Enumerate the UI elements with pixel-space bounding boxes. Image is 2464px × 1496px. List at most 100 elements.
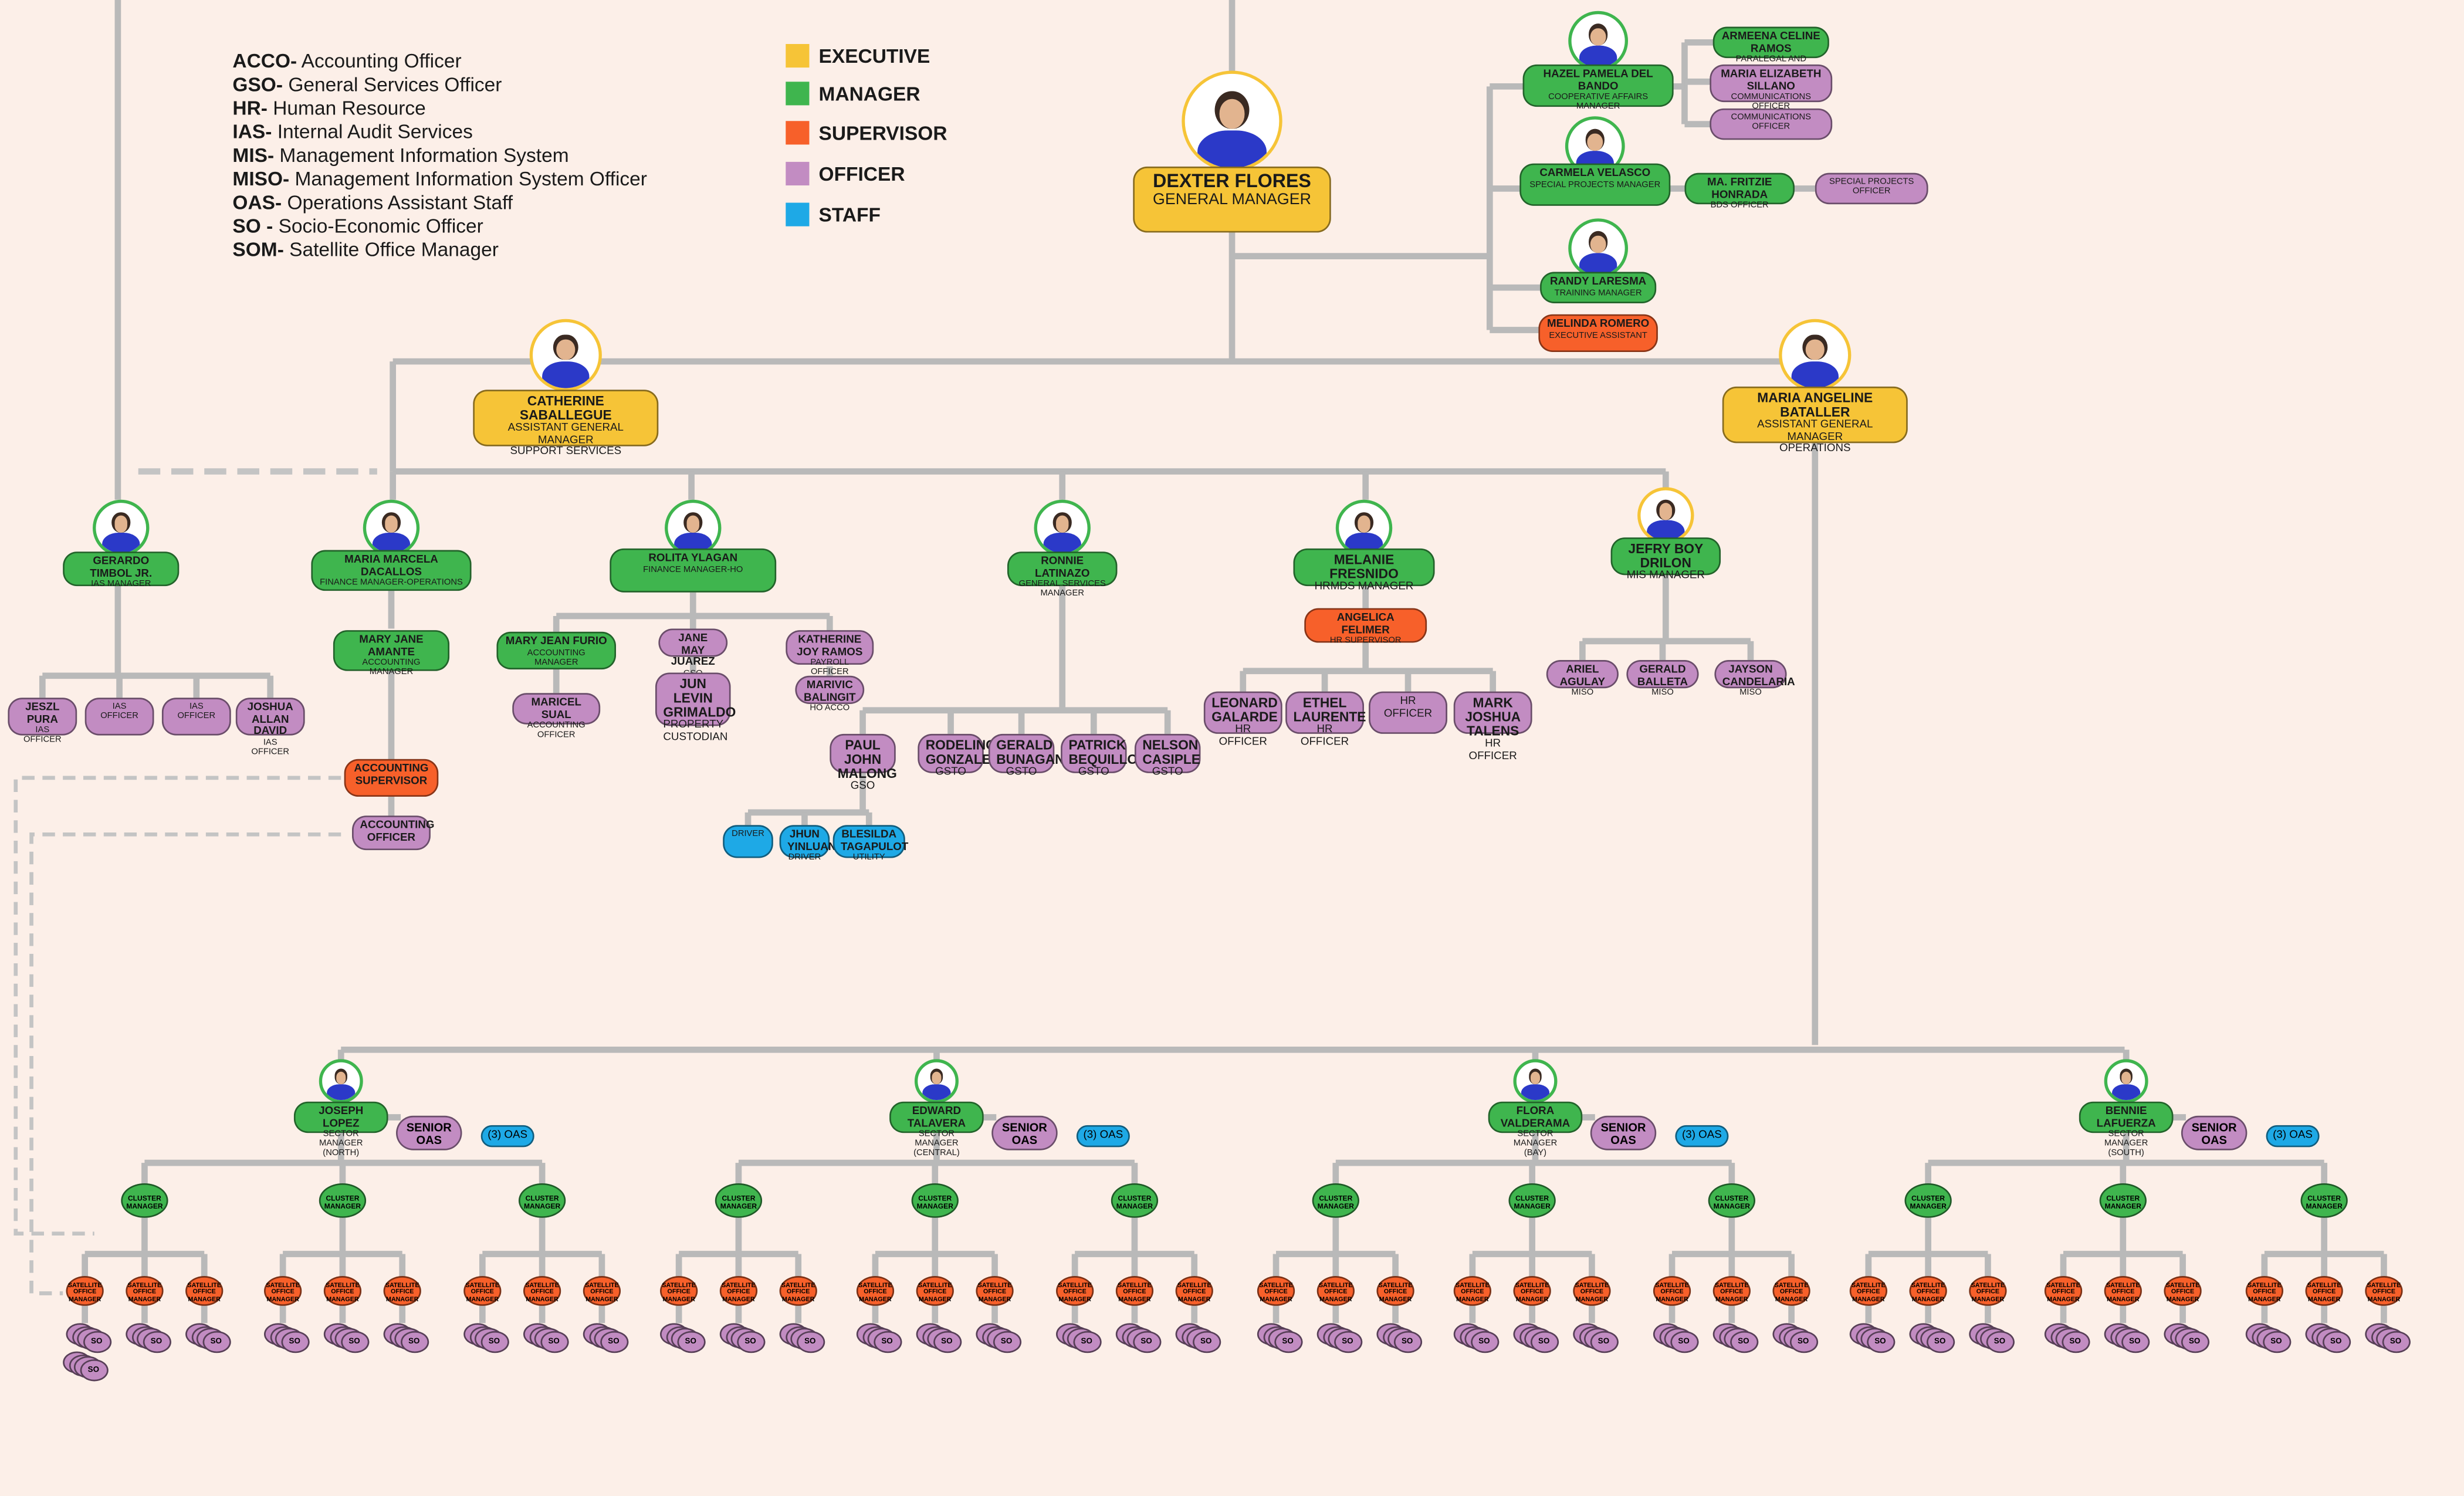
cluster-manager-box: CLUSTER MANAGER (1111, 1183, 1159, 1218)
node-name: RONNIE LATINAZO (1035, 556, 1090, 580)
cluster-manager-box: CLUSTER MANAGER (1708, 1183, 1755, 1218)
so-officer-box: SO (1866, 1330, 1895, 1352)
node-name: MARIVIC BALINGIT (804, 680, 856, 703)
so-officer-box: SO (2321, 1330, 2350, 1352)
node-sub: (BAY) (1524, 1149, 1547, 1159)
portrait-photo (529, 319, 602, 391)
so-officer-box: SO (280, 1330, 309, 1352)
node-name: LEONARD GALARDE (1211, 694, 1278, 725)
node-title: MISO (1651, 688, 1674, 698)
so-officer-box: SO (1333, 1330, 1362, 1352)
portrait-face (556, 339, 575, 361)
cluster-manager-box: CLUSTER MANAGER (1904, 1183, 1952, 1218)
node-title: HR SUPERVISOR (1329, 636, 1402, 646)
node-title: GENERAL SERVICES MANAGER (1018, 580, 1106, 599)
node-title: ACCOUNTING MANAGER (362, 658, 421, 678)
legend-meaning: Management Information System (274, 144, 569, 167)
fin-staff-box: JANE MAY JUAREZGSO (658, 628, 728, 678)
satellite-office-manager-box: SATELLITE OFFICE MANAGER (1175, 1276, 1213, 1306)
node-title: GSTO (935, 767, 966, 778)
node-name: MARICEL SUAL (531, 698, 581, 721)
node-name: ACCOUNTING OFFICER (360, 820, 435, 844)
so-officer-box: SO (82, 1330, 111, 1352)
satellite-office-manager-box: SATELLITE OFFICE MANAGER (2044, 1276, 2083, 1306)
node-name: GERALD BALLETA (1637, 665, 1688, 688)
portrait-face (1219, 98, 1245, 129)
legend-item: IAS- Internal Audit Services (232, 121, 647, 144)
legend-item: OAS- Operations Assistant Staff (232, 192, 647, 215)
portrait-body (1579, 253, 1617, 275)
satellite-office-manager-box: SATELLITE OFFICE MANAGER (523, 1276, 561, 1306)
node-name: ROLITA YLAGAN (648, 553, 738, 564)
so-officer-box: SO (599, 1330, 628, 1352)
gs-driver-box: DRIVER (723, 825, 773, 858)
satellite-office-manager-box: SATELLITE OFFICE MANAGER (1376, 1276, 1414, 1306)
senior-oas-box: SENIOR OAS (2181, 1115, 2248, 1150)
so-officer-box: SO (736, 1330, 765, 1352)
node-name: MELANIE FRESNIDO (1329, 551, 1399, 582)
portrait-photo (363, 499, 420, 557)
portrait-body (373, 533, 409, 553)
legend-code: OAS- (232, 191, 282, 214)
node-name: JEFRY BOY DRILON (1628, 540, 1704, 571)
satellite-office-manager-box: SATELLITE OFFICE MANAGER (2104, 1276, 2142, 1306)
satellite-office-manager-box: SATELLITE OFFICE MANAGER (916, 1276, 954, 1306)
node-name: PATRICK BEQUILLO (1068, 737, 1138, 767)
node-name: JOSHUA ALLAN DAVID (247, 702, 293, 737)
senior-oas-box: SENIOR OAS (991, 1115, 1058, 1150)
node-name: MA. FRITZIE HONRADA (1707, 177, 1772, 201)
satellite-office-manager-box: SATELLITE OFFICE MANAGER (1849, 1276, 1887, 1306)
portrait-body (1044, 533, 1081, 553)
senior-oas-box: SENIOR OAS (1590, 1115, 1657, 1150)
satellite-office-manager-box: SATELLITE OFFICE MANAGER (2164, 1276, 2202, 1306)
portrait-face (1659, 503, 1673, 520)
satellite-office-manager-box: SATELLITE OFFICE MANAGER (1772, 1276, 1810, 1306)
node-title: SECTOR MANAGER (915, 1129, 959, 1149)
level-label: SUPERVISOR (818, 122, 947, 145)
node-title: IAS OFFICER (251, 737, 290, 757)
so-officer-box: SO (1132, 1330, 1161, 1352)
level-label: MANAGER (818, 83, 920, 106)
satellite-office-manager-box: SATELLITE OFFICE MANAGER (719, 1276, 758, 1306)
node-title: SPECIAL PROJECTS OFFICER (1829, 177, 1914, 197)
legend-meaning: Socio-Economic Officer (273, 215, 483, 238)
level-label: STAFF (818, 204, 881, 226)
node-name: MARK JOSHUA TALENS (1465, 694, 1521, 739)
node-title: IAS OFFICER (23, 726, 62, 745)
node-name: JUN LEVIN GRIMALDO (663, 675, 736, 720)
node-name: JAYSON CANDELARIA (1722, 665, 1795, 688)
legend-item: ACCO- Accounting Officer (232, 50, 647, 74)
cluster-manager-box: CLUSTER MANAGER (911, 1183, 959, 1218)
node-sub: (CENTRAL) (913, 1149, 960, 1159)
officer-box: SPECIAL PROJECTS OFFICER (1815, 172, 1928, 205)
node-name: FLORA VALDERAMA (1500, 1106, 1571, 1129)
oas-box: (3) OAS (1076, 1125, 1130, 1148)
node-title: EXECUTIVE ASSISTANT (1549, 330, 1647, 340)
node-title: FINANCE MANAGER-OPERATIONS (320, 578, 463, 588)
satellite-office-manager-box: SATELLITE OFFICE MANAGER (2305, 1276, 2343, 1306)
so-officer-box: SO (1589, 1330, 1618, 1352)
so-officer-box: SO (79, 1358, 108, 1381)
node-name: PAUL JOHN MALONG (837, 737, 897, 781)
node-name: DEXTER FLORES (1153, 170, 1311, 192)
node-title: MIS MANAGER (1626, 570, 1705, 582)
node-title: GSO (850, 781, 875, 793)
so-officer-box: SO (872, 1330, 902, 1352)
node-title: GSTO (1152, 767, 1183, 778)
accounting-officer-box: ACCOUNTING OFFICER (352, 815, 435, 851)
